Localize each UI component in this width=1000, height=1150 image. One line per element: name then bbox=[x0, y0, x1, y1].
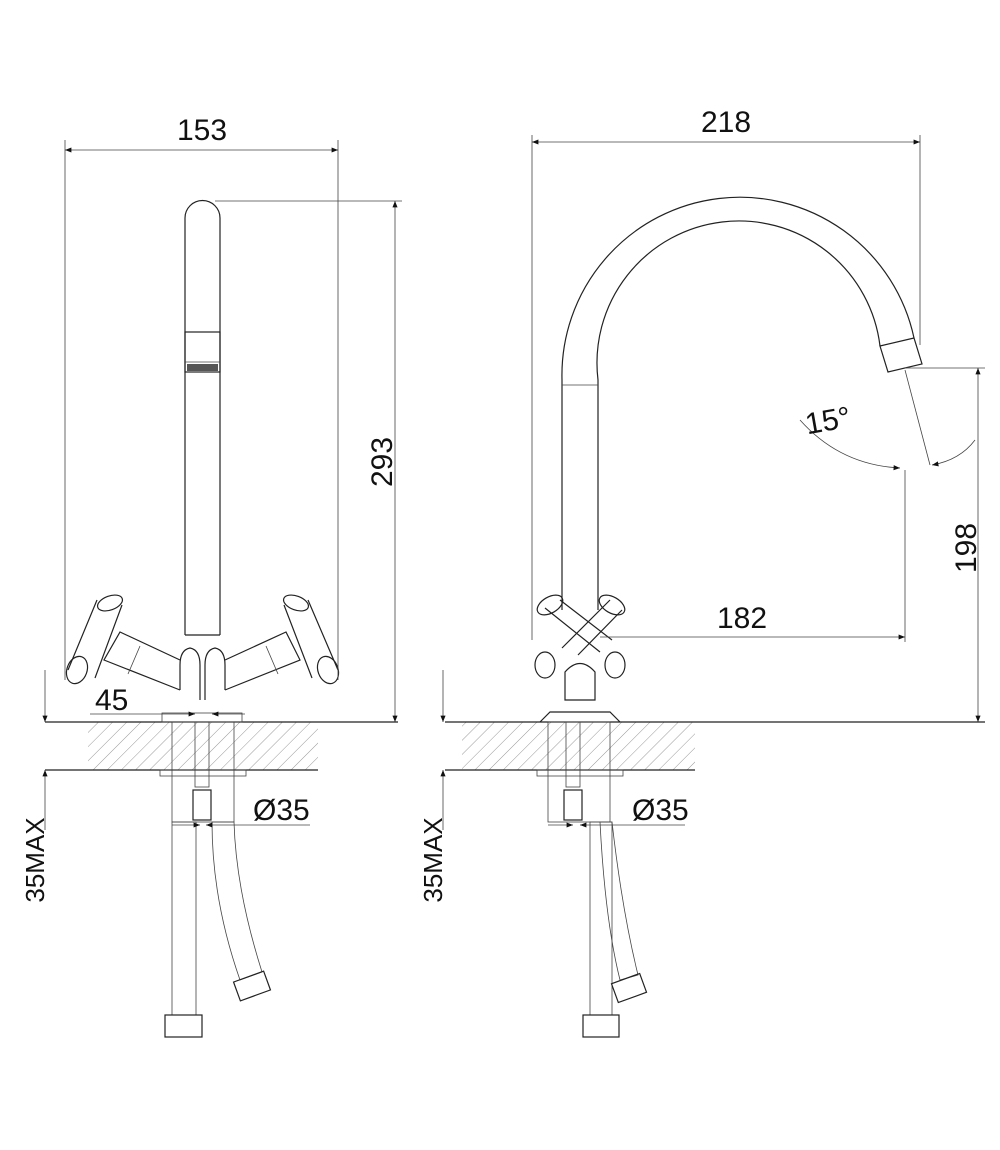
right-handle bbox=[224, 594, 340, 691]
lock-nut bbox=[159, 769, 247, 777]
shank-diameter-label: Ø35 bbox=[253, 794, 310, 827]
spray-angle-line bbox=[904, 369, 931, 466]
width-label: 153 bbox=[177, 114, 227, 147]
hose-nut-left bbox=[164, 1014, 203, 1038]
hose-back bbox=[599, 821, 639, 981]
shank-diameter-label: Ø35 bbox=[632, 794, 689, 827]
nut bbox=[563, 789, 583, 821]
spout-inner bbox=[596, 220, 881, 610]
lock-nut bbox=[536, 769, 624, 777]
outlet-height-label: 198 bbox=[950, 523, 983, 573]
spout-tube bbox=[184, 199, 221, 635]
hose-nut-right bbox=[232, 970, 272, 1002]
front-view: 153 293 45 Ø35 35MAX bbox=[20, 114, 402, 1038]
countertop-hatch bbox=[462, 722, 695, 770]
angle-label: 15° bbox=[803, 401, 853, 441]
hose-nut-back bbox=[610, 972, 648, 1004]
aerator-mesh bbox=[187, 364, 218, 371]
threaded-rod bbox=[565, 721, 581, 788]
hose-nut-front bbox=[582, 1014, 620, 1038]
hose-right bbox=[211, 821, 263, 981]
side-handles bbox=[534, 594, 626, 701]
base-plate bbox=[539, 711, 621, 723]
hose-left bbox=[171, 821, 197, 1016]
reach-label: 218 bbox=[701, 106, 751, 139]
spout-outer bbox=[561, 196, 915, 610]
height-label: 293 bbox=[366, 437, 399, 487]
side-view: 218 198 182 15° Ø35 35MAX bbox=[418, 106, 985, 1038]
base-label: 45 bbox=[95, 684, 128, 717]
body-right bbox=[204, 647, 226, 700]
body-left bbox=[179, 647, 201, 700]
counter-thickness-label: 35MAX bbox=[418, 817, 448, 902]
threaded-rod bbox=[194, 721, 210, 788]
aerator bbox=[184, 331, 221, 373]
countertop-hatch bbox=[88, 722, 318, 770]
spout-nozzle bbox=[879, 337, 923, 373]
left-handle bbox=[65, 594, 181, 691]
nut bbox=[192, 789, 212, 821]
counter-thickness-label: 35MAX bbox=[20, 817, 50, 902]
outlet-reach-label: 182 bbox=[717, 602, 767, 635]
